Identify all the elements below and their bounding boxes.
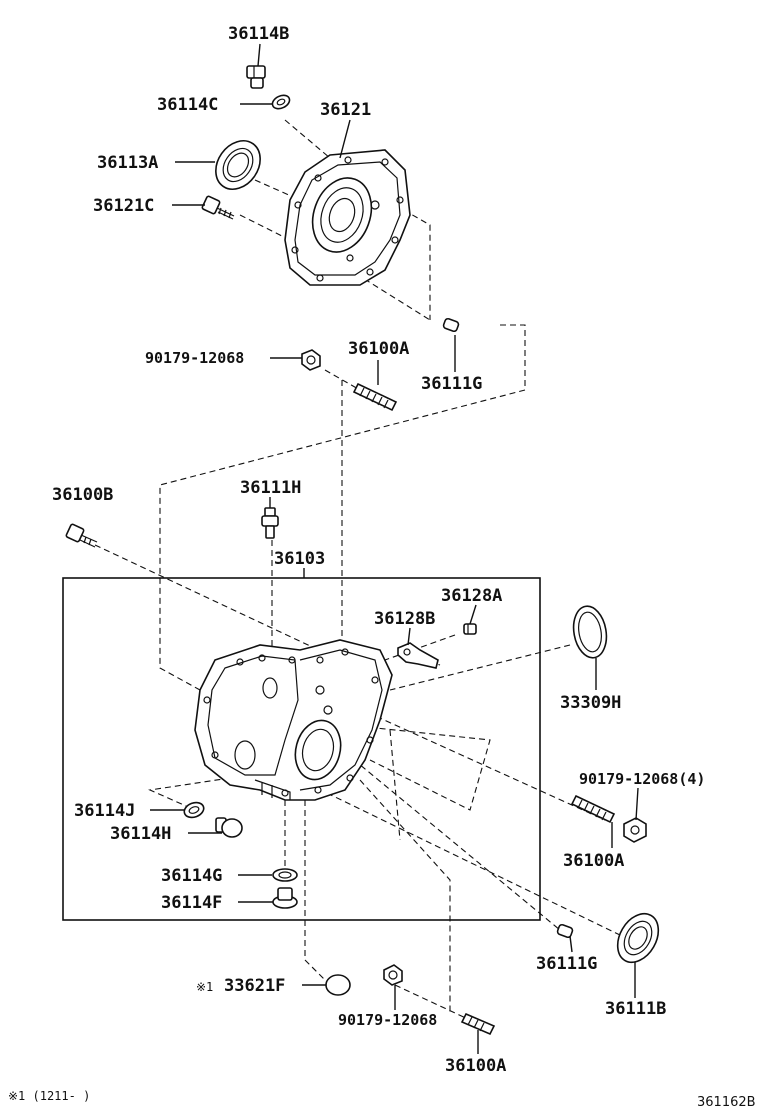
transaxle-case-36103 bbox=[194, 639, 393, 801]
bracket-36128B bbox=[397, 642, 439, 669]
assembly-guide-lines bbox=[94, 119, 621, 1021]
plug-36114H bbox=[215, 817, 243, 838]
nut-90179-12068-right bbox=[623, 817, 647, 843]
oil-seal-36113A bbox=[215, 140, 261, 190]
nut-90179-12068-bottom bbox=[383, 964, 403, 986]
label-33621F: 33621F bbox=[224, 976, 285, 996]
case-assembly-box-36103 bbox=[62, 577, 541, 921]
leader-lines bbox=[150, 43, 639, 1054]
case-cover-36121 bbox=[284, 149, 411, 286]
gasket-36114G bbox=[272, 868, 298, 882]
plug-36114B bbox=[246, 65, 266, 89]
footnote: ※1 (1211- ) bbox=[8, 1089, 90, 1103]
label-36113A: 36113A bbox=[97, 153, 158, 173]
nut-90179-12068-top bbox=[301, 349, 321, 371]
label-36121C: 36121C bbox=[93, 196, 154, 216]
gasket-36114C bbox=[271, 94, 291, 110]
label-36114C: 36114C bbox=[157, 95, 218, 115]
label-36121: 36121 bbox=[320, 100, 371, 120]
label-36114H: 36114H bbox=[110, 824, 171, 844]
label-90179-12068-bottom: 90179-12068 bbox=[338, 1011, 437, 1029]
gasket-36114J bbox=[183, 801, 205, 819]
pin-36111G-bottom bbox=[556, 923, 574, 939]
label-36103: 36103 bbox=[274, 549, 325, 569]
label-36114F: 36114F bbox=[161, 893, 222, 913]
label-36100A-top: 36100A bbox=[348, 339, 409, 359]
label-36114B: 36114B bbox=[228, 24, 289, 44]
label-36111H: 36111H bbox=[240, 478, 301, 498]
label-36100A-bottom: 36100A bbox=[445, 1056, 506, 1076]
stud-36100A-top bbox=[352, 382, 398, 412]
label-36114J: 36114J bbox=[74, 801, 135, 821]
breather-36111H bbox=[261, 507, 279, 539]
label-36111B: 36111B bbox=[605, 999, 666, 1019]
seal-33309H bbox=[572, 605, 608, 659]
label-36100A-right: 36100A bbox=[563, 851, 624, 871]
label-36128B: 36128B bbox=[374, 609, 435, 629]
label-36114G: 36114G bbox=[161, 866, 222, 886]
bolt-36100B bbox=[65, 523, 98, 548]
note-marker-1: ※1 bbox=[196, 980, 213, 994]
pin-36111G-top bbox=[442, 317, 460, 333]
label-36128A: 36128A bbox=[441, 586, 502, 606]
stud-36100A-bottom bbox=[460, 1012, 496, 1036]
part-labels: 36114B 36114C 36121 36113A 36121C 90179-… bbox=[52, 24, 705, 1076]
label-33309H: 33309H bbox=[560, 693, 621, 713]
label-90179-12068-top: 90179-12068 bbox=[145, 349, 244, 367]
bolt-36121C bbox=[201, 195, 235, 220]
diagram-code: 361162B bbox=[697, 1095, 756, 1110]
stud-36100A-right bbox=[570, 794, 616, 824]
label-36100B: 36100B bbox=[52, 485, 113, 505]
oil-seal-36111B bbox=[616, 912, 660, 964]
label-36111G-top: 36111G bbox=[421, 374, 482, 394]
cap-33621F bbox=[325, 974, 351, 996]
label-36111G-bottom: 36111G bbox=[536, 954, 597, 974]
bolt-36128A bbox=[463, 623, 477, 635]
label-90179-12068-4: 90179-12068(4) bbox=[579, 770, 705, 788]
plug-36114F bbox=[272, 887, 298, 909]
